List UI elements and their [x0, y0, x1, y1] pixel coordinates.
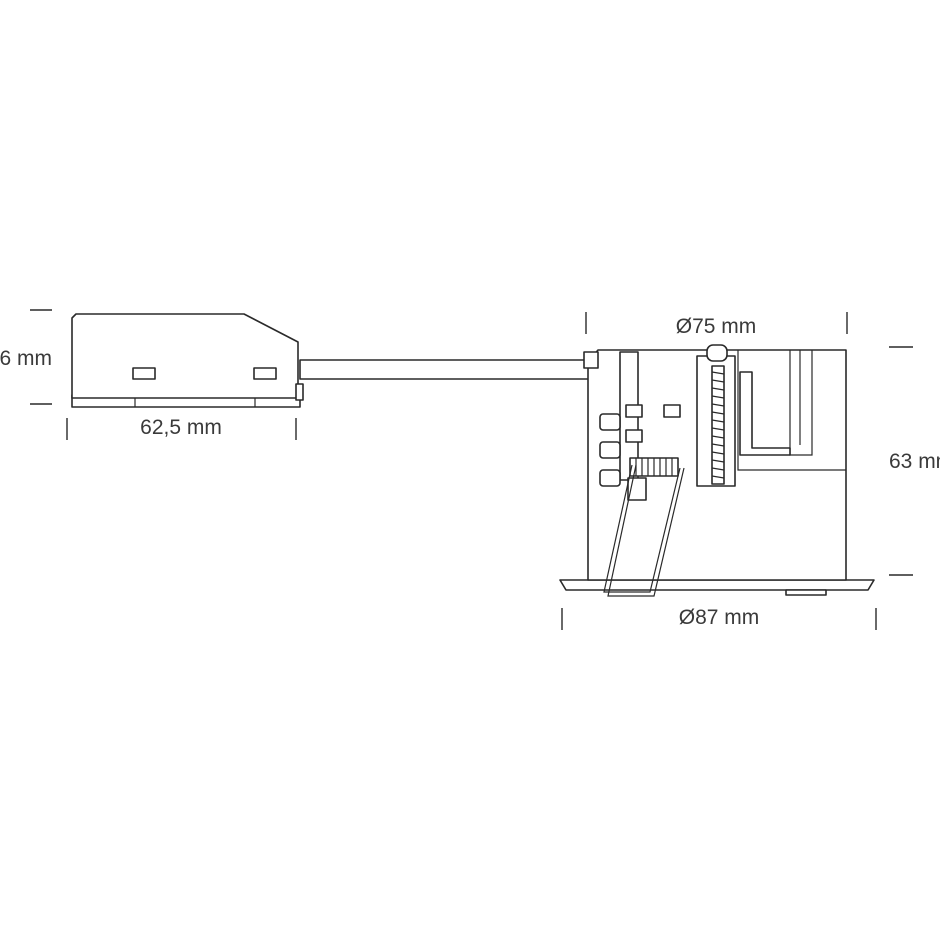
- spring-clip: [603, 464, 685, 597]
- body-height-label: 63 mm: [889, 450, 940, 473]
- dimension-body-height: 63 mm: [889, 346, 940, 576]
- driver-box: [71, 313, 304, 408]
- cable: [299, 359, 591, 380]
- driver-width-label: 62,5 mm: [140, 416, 222, 439]
- threaded-rod: [696, 344, 736, 487]
- driver-slot-right: [253, 367, 277, 380]
- dimension-driver-height: 26 mm: [0, 309, 52, 405]
- flange-diameter-label: Ø87 mm: [679, 606, 760, 629]
- flange: [559, 579, 875, 591]
- dimension-body-diameter: Ø75 mm: [585, 312, 848, 338]
- driver-slot-left: [132, 367, 156, 380]
- luminaire: [559, 344, 875, 597]
- body-diameter-label: Ø75 mm: [676, 315, 757, 338]
- driver-housing: [71, 313, 299, 399]
- cable-body: [299, 359, 591, 380]
- dimension-flange-diameter: Ø87 mm: [561, 606, 877, 630]
- driver-height-label: 26 mm: [0, 347, 52, 370]
- dimension-driver-width: 62,5 mm: [66, 416, 297, 440]
